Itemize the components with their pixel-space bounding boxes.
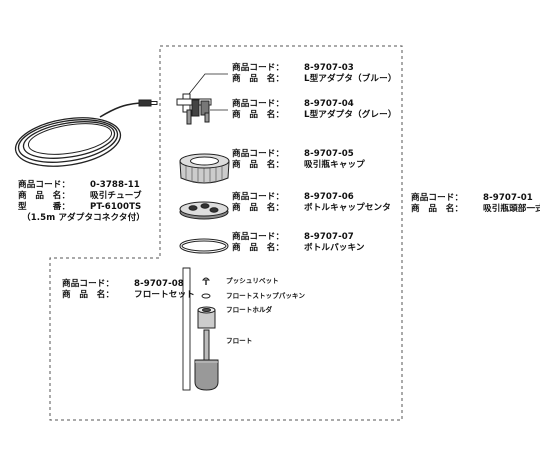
- tube-code-key: 商品コード：: [18, 180, 71, 190]
- tube-model-key: 型 番：: [18, 202, 71, 212]
- part-label-cap-center: 商品コード： 8-9707-06 商 品 名： ボトルキャップセンタ: [232, 192, 391, 214]
- adapter-blue-leader-line: [188, 73, 228, 95]
- tube-name-key: 商 品 名：: [18, 191, 71, 201]
- part-name: ボトルパッキン: [304, 243, 365, 253]
- kit-label: 商品コード： 8-9707-01 商 品 名： 吸引瓶頭部一式: [411, 193, 540, 215]
- component-label-push-rivet: プッシュリベット: [226, 277, 279, 285]
- component-label-float-holder: フロートホルダ: [226, 306, 273, 314]
- kit-dashed-boundary: [49, 45, 403, 421]
- part-code: 8-9707-04: [304, 99, 354, 109]
- part-name-key: 商 品 名：: [232, 160, 285, 170]
- part-label-adapter-gray: 商品コード： 8-9707-04 商 品 名： L型アダプタ（グレー）: [232, 99, 397, 121]
- part-code: 8-9707-06: [304, 192, 354, 202]
- float-set-name-key: 商 品 名：: [62, 290, 115, 300]
- part-name: ボトルキャップセンタ: [304, 203, 391, 213]
- tube-note: （1.5m アダプタコネクタ付）: [22, 213, 145, 223]
- bottle-cap-center-illustration: [179, 201, 229, 220]
- kit-name: 吸引瓶頭部一式: [483, 204, 540, 214]
- part-label-bottle-cap: 商品コード： 8-9707-05 商 品 名： 吸引瓶キャップ: [232, 149, 365, 171]
- kit-code-key: 商品コード：: [411, 193, 464, 203]
- float-set-label: 商品コード： 8-9707-08 商 品 名： フロートセット: [62, 279, 195, 301]
- tube-model: PT-6100TS: [90, 202, 142, 212]
- part-name: L型アダプタ（ブルー）: [304, 74, 397, 84]
- float-set-code-key: 商品コード：: [62, 279, 115, 289]
- component-label-float-stop-packing: フロートストップパッキン: [226, 292, 305, 300]
- part-code: 8-9707-05: [304, 149, 354, 159]
- part-code: 8-9707-03: [304, 63, 354, 73]
- push-rivet-illustration: [201, 277, 211, 285]
- part-name: 吸引瓶キャップ: [304, 160, 365, 170]
- part-code-key: 商品コード：: [232, 63, 285, 73]
- part-code: 8-9707-07: [304, 232, 354, 242]
- tube-code: 0-3788-11: [90, 180, 140, 190]
- float-holder-illustration: [197, 306, 216, 329]
- float-illustration: [194, 329, 219, 391]
- part-name: L型アダプタ（グレー）: [304, 110, 397, 120]
- part-label-adapter-blue: 商品コード： 8-9707-03 商 品 名： L型アダプタ（ブルー）: [232, 63, 397, 85]
- float-stop-packing-illustration: [201, 293, 211, 299]
- part-label-bottle-packing: 商品コード： 8-9707-07 商 品 名： ボトルパッキン: [232, 232, 365, 254]
- kit-name-key: 商 品 名：: [411, 204, 464, 214]
- part-code-key: 商品コード：: [232, 149, 285, 159]
- tube-name: 吸引チューブ: [90, 191, 142, 201]
- component-label-float: フロート: [226, 337, 253, 345]
- part-name-key: 商 品 名：: [232, 74, 285, 84]
- part-code-key: 商品コード：: [232, 99, 285, 109]
- suction-tube-illustration: [14, 99, 158, 167]
- part-code-key: 商品コード：: [232, 232, 285, 242]
- part-code-key: 商品コード：: [232, 192, 285, 202]
- kit-code: 8-9707-01: [483, 193, 533, 203]
- tube-label: 商品コード： 0-3788-11 商 品 名： 吸引チューブ 型 番： PT-6100…: [18, 180, 145, 224]
- bottle-cap-illustration: [179, 153, 230, 184]
- part-name-key: 商 品 名：: [232, 110, 285, 120]
- l-adapter-illustration: [176, 93, 212, 125]
- float-set-code: 8-9707-08: [134, 279, 184, 289]
- bottle-packing-illustration: [179, 238, 229, 254]
- float-set-name: フロートセット: [134, 290, 195, 300]
- part-name-key: 商 品 名：: [232, 203, 285, 213]
- part-name-key: 商 品 名：: [232, 243, 285, 253]
